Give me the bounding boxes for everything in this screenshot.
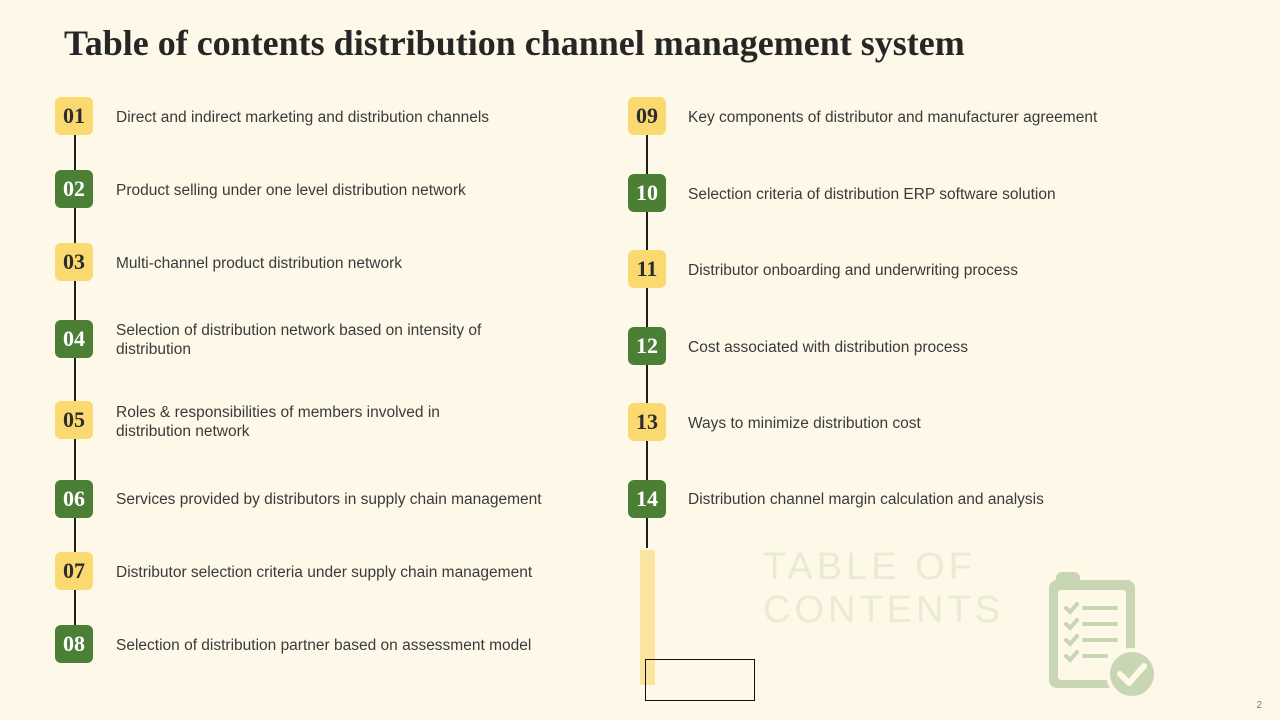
toc-item-label-13[interactable]: Ways to minimize distribution cost	[688, 415, 921, 432]
toc-item-label-01[interactable]: Direct and indirect marketing and distri…	[116, 109, 490, 126]
page-title: Table of contents distribution channel m…	[64, 23, 965, 63]
watermark-line-2: CONTENTS	[763, 589, 1004, 631]
left-timeline-line	[74, 116, 76, 646]
table-of-contents-watermark: TABLE OF CONTENTS	[763, 546, 1004, 632]
toc-number-05: 05	[55, 401, 93, 439]
toc-item-label-11[interactable]: Distributor onboarding and underwriting …	[688, 262, 1018, 279]
toc-number-01: 01	[55, 97, 93, 135]
toc-number-06: 06	[55, 480, 93, 518]
toc-item-label-14[interactable]: Distribution channel margin calculation …	[688, 491, 1044, 508]
toc-item-label-08[interactable]: Selection of distribution partner based …	[116, 637, 532, 654]
toc-item-label-09[interactable]: Key components of distributor and manufa…	[688, 109, 1098, 126]
toc-item-label-06[interactable]: Services provided by distributors in sup…	[116, 491, 542, 508]
toc-number-04: 04	[55, 320, 93, 358]
toc-number-03: 03	[55, 243, 93, 281]
toc-number-11: 11	[628, 250, 666, 288]
outline-box	[645, 659, 755, 701]
toc-number-08: 08	[55, 625, 93, 663]
toc-item-label-07[interactable]: Distributor selection criteria under sup…	[116, 564, 533, 581]
accent-bar	[640, 550, 655, 685]
toc-number-02: 02	[55, 170, 93, 208]
toc-item-label-03[interactable]: Multi-channel product distribution netwo…	[116, 255, 403, 272]
toc-item-label-02[interactable]: Product selling under one level distribu…	[116, 182, 466, 199]
toc-item-label-04[interactable]: Selection of distribution network based …	[116, 322, 482, 358]
toc-number-13: 13	[628, 403, 666, 441]
toc-number-07: 07	[55, 552, 93, 590]
toc-item-label-10[interactable]: Selection criteria of distribution ERP s…	[688, 186, 1056, 203]
toc-number-12: 12	[628, 327, 666, 365]
toc-item-label-05[interactable]: Roles & responsibilities of members invo…	[116, 404, 440, 440]
toc-item-label-12[interactable]: Cost associated with distribution proces…	[688, 339, 968, 356]
clipboard-checklist-icon	[1049, 572, 1158, 700]
page-number: 2	[1256, 700, 1262, 711]
toc-number-10: 10	[628, 174, 666, 212]
toc-number-09: 09	[628, 97, 666, 135]
toc-number-14: 14	[628, 480, 666, 518]
watermark-line-1: TABLE OF	[763, 546, 976, 588]
